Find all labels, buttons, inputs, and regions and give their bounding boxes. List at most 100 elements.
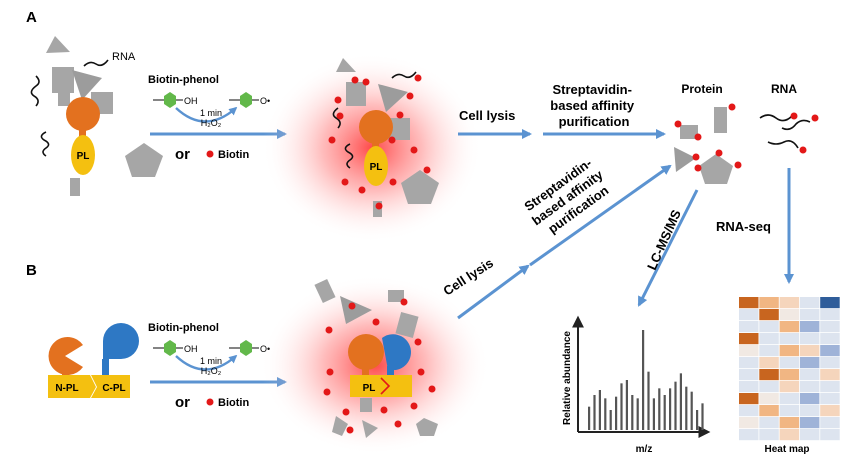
gray-triangle [378, 84, 408, 112]
phenol-hexagon [164, 92, 176, 108]
oh-label: OH [184, 344, 198, 354]
spectrum-peak [636, 398, 639, 430]
spectrum-peak [625, 380, 628, 430]
heat-map-cell [779, 297, 800, 309]
gray-rectangle [58, 92, 70, 106]
heat-map-label: Heat map [764, 444, 809, 455]
purified-rna [759, 112, 819, 154]
spectrum-peak [609, 410, 612, 430]
rna-strand [30, 75, 40, 107]
pl-enzyme [71, 135, 95, 175]
heat-map-cell [799, 297, 820, 309]
gray-rectangle [346, 82, 366, 106]
rna-seq-label: RNA-seq [716, 219, 771, 234]
heat-map-cell [820, 429, 840, 441]
phenoxyl-label: O• [260, 96, 270, 106]
biotin-dots [328, 74, 431, 210]
assembled-pl [350, 375, 412, 397]
orange-protein [348, 334, 384, 370]
heat-map-cell [820, 393, 840, 405]
spectrum-peak [685, 386, 688, 430]
heat-map-cell [820, 417, 840, 429]
heat-map-cell [779, 417, 800, 429]
panel-b-labeled-complex: PL [260, 275, 490, 455]
panel-a-initial-complex: PL [30, 36, 163, 196]
gray-triangle [336, 58, 356, 72]
heat-map-cell [739, 369, 759, 381]
spectrum-peak [701, 403, 704, 430]
x-axis-label: m/z [636, 444, 653, 455]
biotin-dot [206, 150, 214, 158]
spectrum-peak [631, 395, 634, 430]
heat-map-cell [820, 333, 840, 345]
heat-map-cell [799, 357, 820, 369]
spectrum-peak [647, 371, 650, 430]
heat-map-cell [739, 429, 759, 441]
reaction-curve-arrow [175, 106, 238, 123]
streptavidin-label-horizontal: Streptavidin- based affinity purificatio… [550, 82, 637, 129]
spectrum-peak [598, 390, 601, 430]
gray-rectangle [52, 67, 74, 93]
pl-label: PL [363, 383, 376, 394]
heat-map-cell [799, 405, 820, 417]
orange-protein [66, 97, 100, 131]
spectrum-peak [658, 388, 661, 430]
heat-map-cell [739, 357, 759, 369]
spectrum-peak [669, 388, 672, 430]
h2o2-label: H₂O₂ [201, 366, 222, 376]
gray-rectangle [70, 178, 80, 196]
panel-a-labeled-complex: PL [262, 53, 482, 243]
protein-label: Protein [681, 82, 722, 96]
rna-strand [332, 107, 341, 129]
heat-map-cell [820, 357, 840, 369]
heat-map-cell [759, 405, 779, 417]
gray-triangle [72, 70, 102, 100]
panel-label-a: A [26, 9, 37, 26]
heat-map-cell [779, 333, 800, 345]
spectrum-peak [615, 396, 618, 430]
rna-strand [344, 143, 354, 169]
panel-b-reaction: Biotin-phenol OH O• 1 min H₂O₂ or Biotin [148, 322, 288, 411]
heat-map-cell [739, 417, 759, 429]
rna-strand [83, 59, 109, 67]
heat-map-cell [739, 321, 759, 333]
heat-map-cell [739, 333, 759, 345]
n-pl-fragment [48, 375, 96, 398]
cell-lysis-label: Cell lysis [440, 255, 495, 298]
time-label: 1 min [200, 356, 222, 366]
time-label: 1 min [200, 108, 222, 118]
biotin-dot [206, 398, 214, 406]
heat-map-cell [779, 321, 800, 333]
orange-protein [359, 110, 393, 144]
heat-map-cell [799, 333, 820, 345]
spectrum-peak [593, 395, 596, 430]
gray-triangle [46, 36, 70, 53]
cell-lysis-label: Cell lysis [459, 108, 515, 123]
phenoxyl-hexagon [240, 92, 252, 108]
spectrum-peak [604, 398, 607, 430]
heat-map-cell [759, 369, 779, 381]
heat-map-cell [739, 309, 759, 321]
heat-map-cell [759, 417, 779, 429]
blue-protein [103, 323, 139, 359]
spectrum-peak [674, 381, 677, 430]
biotin-phenol-label: Biotin-phenol [148, 74, 219, 86]
panel-b-split-enzyme: N-PL C-PL [48, 323, 139, 398]
heat-map-cell [739, 405, 759, 417]
or-label: or [175, 146, 190, 163]
heat-map-cell [820, 345, 840, 357]
heat-map-cell [779, 381, 800, 393]
heat-map-cell [820, 405, 840, 417]
pl-enzyme [364, 146, 388, 186]
mass-spectrum: Relative abundance m/z [562, 315, 711, 455]
heat-map-cell [779, 429, 800, 441]
or-label: or [175, 394, 190, 411]
purification-arrow [529, 164, 672, 267]
c-pl-fragment [91, 375, 130, 398]
heat-map-cell [759, 345, 779, 357]
gray-pentagon [125, 143, 163, 177]
heat-map-cell [739, 345, 759, 357]
heat-map-cell [759, 333, 779, 345]
oh-label: OH [184, 96, 198, 106]
